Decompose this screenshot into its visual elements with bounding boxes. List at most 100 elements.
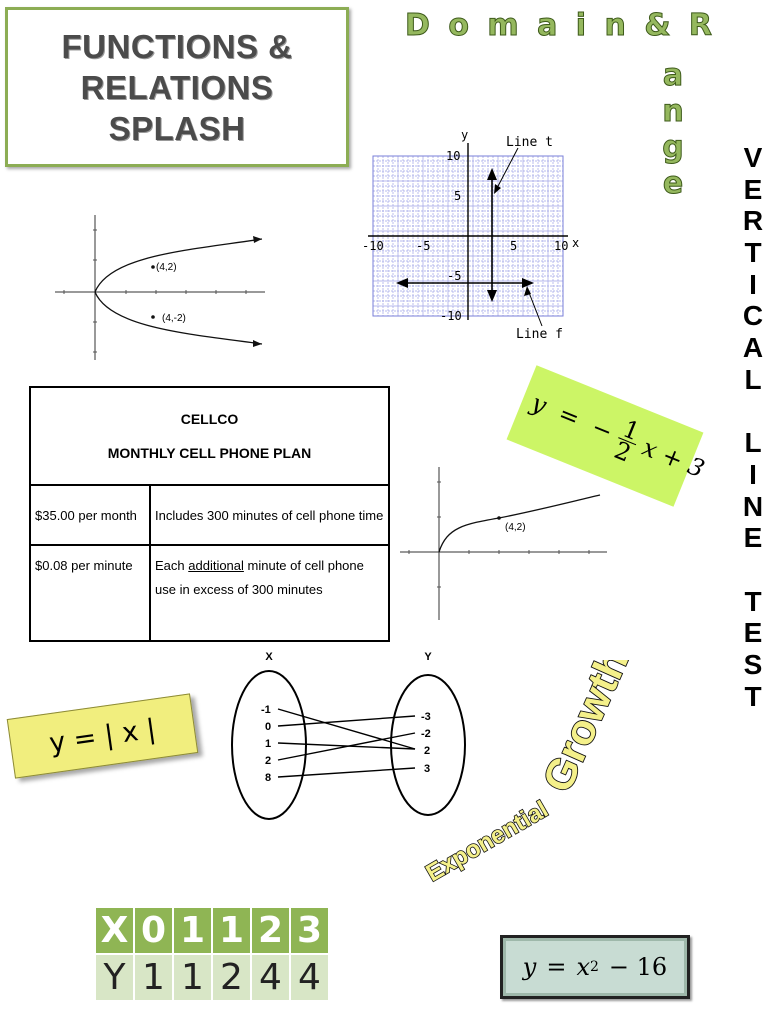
exponential-growth-text: Exponential Growth: [421, 660, 638, 888]
eq-part: − 16: [608, 953, 668, 981]
table-cell: 4: [291, 955, 328, 1000]
table-cell: Y: [96, 955, 133, 1000]
table-cell: 3: [291, 908, 328, 953]
x-value: 8: [265, 772, 271, 784]
eq-part: y: [527, 388, 551, 420]
table-cell: 2: [213, 955, 250, 1000]
arrow-icon: [522, 278, 534, 288]
cell-text: minute of cell phone use in excess of 30…: [155, 558, 364, 597]
vlt-letter: A: [742, 332, 764, 364]
cell-text: Each: [155, 558, 189, 573]
vlt-letter: R: [742, 205, 764, 237]
vlt-letter: S: [743, 649, 763, 680]
point-label: (4,2): [505, 522, 526, 533]
eq-part: =: [554, 399, 584, 433]
point-label-lower: (4,-2): [162, 313, 186, 324]
point-marker: [151, 315, 155, 319]
vlt-letter: T: [744, 680, 762, 712]
line-t-label: Line t: [506, 135, 553, 150]
parabola-graph: (4,2) (4,-2): [55, 215, 265, 360]
mapping-arrow: [277, 715, 416, 727]
y-header: Y: [424, 651, 432, 663]
eq-part: x + 3: [638, 433, 709, 484]
y-axis-label: y: [461, 128, 468, 142]
range-letter: e: [662, 166, 684, 202]
table-cell: 1: [135, 955, 172, 1000]
mapping-arrow: [277, 708, 416, 750]
arrow-icon: [253, 340, 262, 347]
mapping-arrow: [277, 732, 416, 761]
vlt-letter: T: [744, 237, 762, 269]
cellco-subtitle: MONTHLY CELL PHONE PLAN: [107, 445, 312, 461]
x-axis-label: x: [572, 236, 579, 250]
vlt-letter: E: [743, 522, 763, 554]
table-cell: 1: [174, 908, 211, 953]
domain-oval: [231, 670, 307, 820]
vlt-letter: T: [744, 585, 762, 617]
eq-part: −: [587, 412, 617, 447]
fraction-denominator: 2: [610, 435, 636, 468]
x-header: X: [265, 651, 273, 663]
table-cell: $35.00 per month: [29, 484, 151, 546]
range-letter: g: [662, 130, 685, 166]
table-cell: $0.08 per minute: [29, 544, 151, 642]
tick-label: -10: [362, 239, 384, 253]
vlt-letter: E: [743, 617, 763, 649]
cellco-title: CELLCO: [180, 411, 239, 427]
exponential-word: Exponential: [422, 796, 553, 887]
tick-label: 10: [446, 149, 460, 163]
cellco-header: CELLCO MONTHLY CELL PHONE PLAN: [29, 386, 390, 486]
vlt-letter: E: [743, 173, 763, 205]
vlt-letter: C: [742, 300, 764, 332]
title-line-1: FUNCTIONS &: [61, 27, 293, 65]
y-value: -2: [421, 728, 431, 740]
tick-label: 5: [510, 239, 517, 253]
vlt-letter: L: [744, 427, 762, 459]
vlt-letter: N: [742, 490, 764, 522]
x-value: 0: [265, 721, 271, 733]
tick-label: -5: [416, 239, 430, 253]
vlt-letter: I: [749, 268, 757, 300]
arrow-icon: [487, 290, 497, 302]
exponent: 2: [590, 959, 599, 975]
x-value: 1: [265, 738, 271, 750]
range-oval: [390, 674, 466, 816]
point-marker: [497, 516, 501, 520]
table-cell: 4: [252, 955, 289, 1000]
eq-part: y: [522, 953, 537, 981]
table-cell: 1: [174, 955, 211, 1000]
y-value: -3: [421, 711, 431, 723]
growth-word: Growth: [533, 660, 637, 799]
cell-text-underlined: additional: [188, 558, 244, 573]
point-marker: [151, 265, 155, 269]
sqrt-graph: (4,2): [400, 467, 607, 620]
eq-part: x: [576, 953, 590, 981]
xy-table: X 0 1 1 2 3 Y 1 1 2 4 4: [94, 906, 330, 1002]
vertical-line-test-text: V E R T I C A L L I N E T E S T: [738, 142, 768, 712]
grid-graph: x y -10 -5 5 10 10 5 -5 -10 Line t Line …: [362, 128, 579, 342]
range-letters: a n g e: [658, 58, 688, 202]
table-cell: 1: [213, 908, 250, 953]
point-label-upper: (4,2): [156, 262, 177, 273]
table-cell: 2: [252, 908, 289, 953]
mapping-arrow: [277, 767, 416, 778]
domain-range-title: D o m a i n & R: [404, 8, 717, 44]
line-f-label: Line f: [516, 327, 563, 342]
y-value: 2: [424, 745, 430, 757]
tick-label: -10: [440, 309, 462, 323]
table-cell: Each additional minute of cell phone use…: [149, 544, 390, 642]
mapping-diagram: X Y -1 0 1 2 8 -3 -2 2 3: [231, 651, 466, 820]
x-value: -1: [261, 704, 271, 716]
tick-label: 10: [554, 239, 568, 253]
title-line-2: RELATIONS: [80, 68, 274, 106]
eq-part: =: [546, 953, 567, 981]
table-cell: X: [96, 908, 133, 953]
title-line-3: SPLASH: [108, 109, 246, 147]
y-value: 3: [424, 763, 430, 775]
parabola-curve: [94, 238, 263, 345]
title-box: FUNCTIONS & RELATIONS SPLASH: [5, 7, 349, 167]
x-value: 2: [265, 755, 271, 767]
table-cell: Includes 300 minutes of cell phone time: [149, 484, 390, 546]
arrow-icon: [487, 168, 497, 180]
